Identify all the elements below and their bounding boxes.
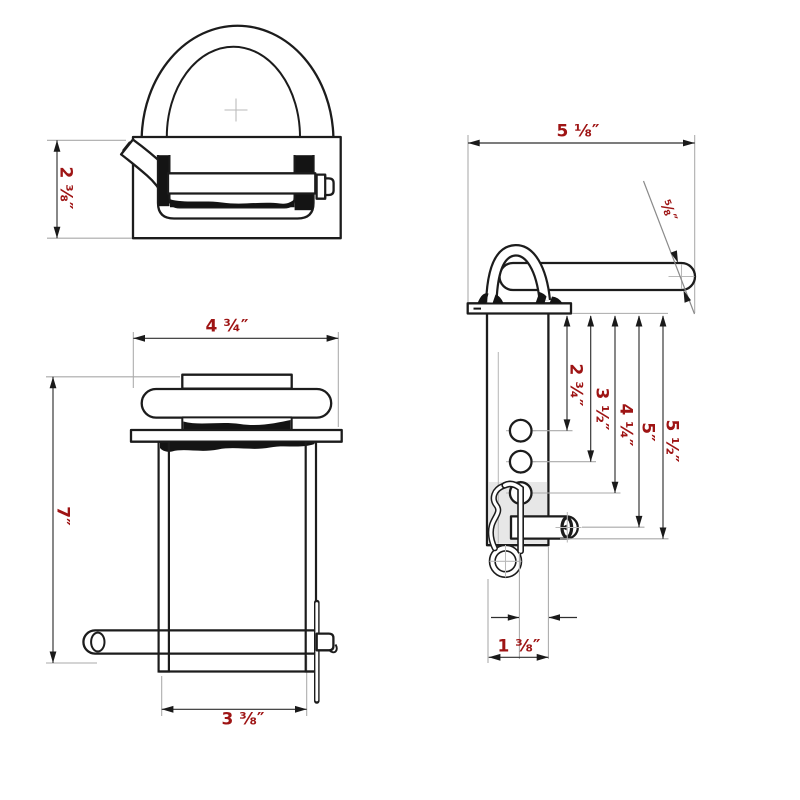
top-view — [47, 24, 342, 240]
pin-head-front — [315, 632, 335, 652]
pin-end-mark — [668, 264, 695, 289]
dim-depth-ladder — [533, 312, 669, 540]
ring-bar — [140, 387, 333, 419]
bottom-pin — [82, 629, 318, 655]
dim-label-pin-center-depth: 5″ — [637, 422, 658, 442]
dim-front-height — [49, 376, 57, 663]
dim-label-hole3-depth: 4 ¼″ — [615, 403, 636, 447]
bottom-pin-side — [509, 512, 582, 543]
dim-label-top-view-height: 2 ⅜″ — [55, 166, 76, 210]
dim-side-width — [468, 139, 695, 147]
handle-pin — [498, 261, 697, 292]
r-clip — [487, 480, 524, 579]
side-view — [466, 135, 697, 663]
dim-label-side-width: 5 ⅛″ — [556, 121, 600, 142]
dim-label-bar-depth: 1 ⅜″ — [497, 636, 541, 657]
ring-neck — [485, 244, 552, 303]
mounting-plate — [129, 428, 343, 443]
dim-bar-depth — [487, 546, 577, 663]
dim-pin-diameter — [642, 180, 696, 315]
center-mark — [224, 98, 248, 122]
dim-front-pin-span — [161, 705, 307, 713]
dim-top-view-height — [53, 140, 61, 239]
front-view — [46, 332, 343, 716]
plate-side — [466, 302, 573, 315]
dim-label-hole2-depth: 3 ½″ — [591, 387, 612, 431]
dim-front-width — [133, 334, 339, 342]
dim-label-hole1-depth: 2 ¾″ — [565, 363, 586, 407]
dim-label-front-pin-span: 3 ⅜″ — [221, 709, 265, 730]
dim-label-overall-depth: 5 ½″ — [661, 419, 682, 463]
top-lug — [181, 373, 293, 390]
dim-label-front-width: 4 ¾″ — [205, 316, 249, 337]
bracket — [156, 155, 335, 220]
dim-label-front-height: 7″ — [52, 506, 73, 526]
